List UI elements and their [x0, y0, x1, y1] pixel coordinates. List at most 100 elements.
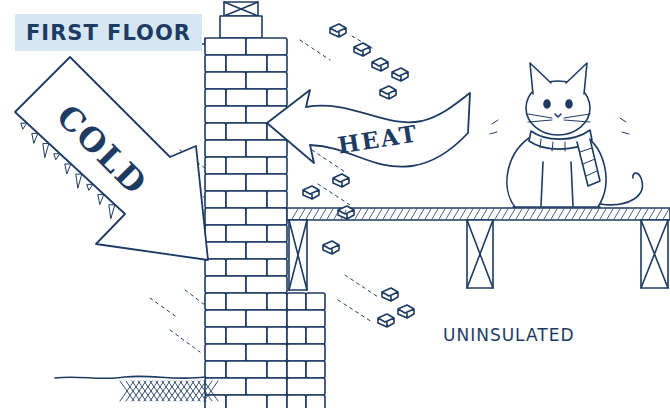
brick: [267, 259, 287, 276]
floor-hatch-line: [565, 209, 571, 219]
brick: [267, 395, 287, 408]
brick: [205, 259, 226, 276]
brick: [306, 395, 325, 408]
brick: [226, 225, 267, 242]
brick: [246, 140, 287, 157]
brick: [205, 344, 246, 361]
brick: [306, 293, 325, 310]
ground-hatch-line: [198, 381, 212, 401]
ice-cube: [333, 174, 349, 187]
floor-hatch-line: [495, 209, 501, 219]
floor-note: UNINSULATED: [443, 325, 575, 345]
floor-hatch-line: [362, 209, 368, 219]
brick: [287, 293, 306, 310]
brick: [205, 293, 226, 310]
ground-line: [55, 376, 205, 378]
brick: [287, 327, 306, 344]
floor-hatch-line: [586, 209, 592, 219]
brick: [205, 276, 246, 293]
floor-hatch-line: [397, 209, 403, 219]
ground-hatch-line: [162, 381, 176, 401]
brick: [226, 55, 267, 72]
brick: [205, 72, 246, 89]
icicle: [65, 164, 71, 174]
floor-hatch-line: [509, 209, 515, 219]
ice-cube: [392, 68, 408, 81]
floor-hatch-line: [558, 209, 564, 219]
brick: [267, 361, 287, 378]
brick: [306, 327, 325, 344]
brick: [226, 293, 267, 310]
brick: [246, 344, 287, 361]
ice-cube: [323, 241, 339, 254]
brick: [287, 361, 306, 378]
floor-hatch-line: [656, 209, 662, 219]
brick: [205, 157, 226, 174]
brick: [246, 174, 287, 191]
brick: [205, 327, 226, 344]
floor-hatch-line: [383, 209, 389, 219]
icicle: [76, 174, 82, 188]
brick: [205, 378, 246, 395]
brick: [267, 191, 287, 208]
ice-cube: [354, 43, 370, 56]
brick: [246, 276, 287, 293]
floor-hatch-line: [481, 209, 487, 219]
floor-hatch-line: [579, 209, 585, 219]
brick: [205, 208, 246, 225]
heat-arrow: HEAT: [262, 85, 474, 180]
floor-hatch-line: [488, 209, 494, 219]
brick: [226, 395, 267, 408]
brick: [267, 225, 287, 242]
ice-cube: [372, 58, 388, 71]
floor-hatch-line: [572, 209, 578, 219]
ground-hatch-line: [186, 381, 200, 401]
icicle: [98, 195, 104, 205]
floor-hatch-line: [292, 209, 298, 219]
ground-hatch-line: [192, 381, 206, 401]
ground-hatch-line: [144, 381, 158, 401]
floor-hatch-line: [299, 209, 305, 219]
ice-cube: [398, 305, 414, 318]
ice-cube: [380, 86, 396, 99]
brick: [226, 123, 267, 140]
floor-hatch-line: [516, 209, 522, 219]
floor-hatch-line: [418, 209, 424, 219]
floor-hatch-line: [404, 209, 410, 219]
brick: [226, 157, 267, 174]
ice-cube: [303, 186, 319, 199]
floor-hatch-line: [628, 209, 634, 219]
title-text: FIRST FLOOR: [26, 21, 191, 45]
ground-hatch-line: [150, 381, 164, 401]
brick: [226, 361, 267, 378]
floor-joist: [641, 220, 668, 288]
ice-cube: [330, 24, 346, 37]
floor-hatch-line: [593, 209, 599, 219]
floor-hatch-line: [530, 209, 536, 219]
ice-cubes: [303, 24, 414, 327]
ground-hatch-line: [180, 381, 194, 401]
brick: [205, 55, 226, 72]
floor-joist-cross: [641, 220, 668, 288]
brick: [246, 72, 287, 89]
brick: [226, 259, 267, 276]
brick: [267, 55, 287, 72]
brick: [267, 327, 287, 344]
brick: [226, 191, 267, 208]
floor-hatch-line: [460, 209, 466, 219]
ice-cube: [378, 314, 394, 327]
floor-hatch-line: [446, 209, 452, 219]
brick: [226, 327, 267, 344]
brick: [246, 242, 287, 259]
brick: [226, 89, 267, 106]
brick: [205, 38, 246, 55]
floor-hatch-line: [614, 209, 620, 219]
brick: [287, 310, 325, 327]
ground-hatch-line: [168, 381, 182, 401]
ground-hatching: [120, 381, 218, 401]
floor-hatch-line: [313, 209, 319, 219]
floor-hatch-line: [411, 209, 417, 219]
icicle: [109, 205, 115, 219]
title-tab: FIRST FLOOR: [15, 14, 202, 51]
brick: [205, 225, 226, 242]
